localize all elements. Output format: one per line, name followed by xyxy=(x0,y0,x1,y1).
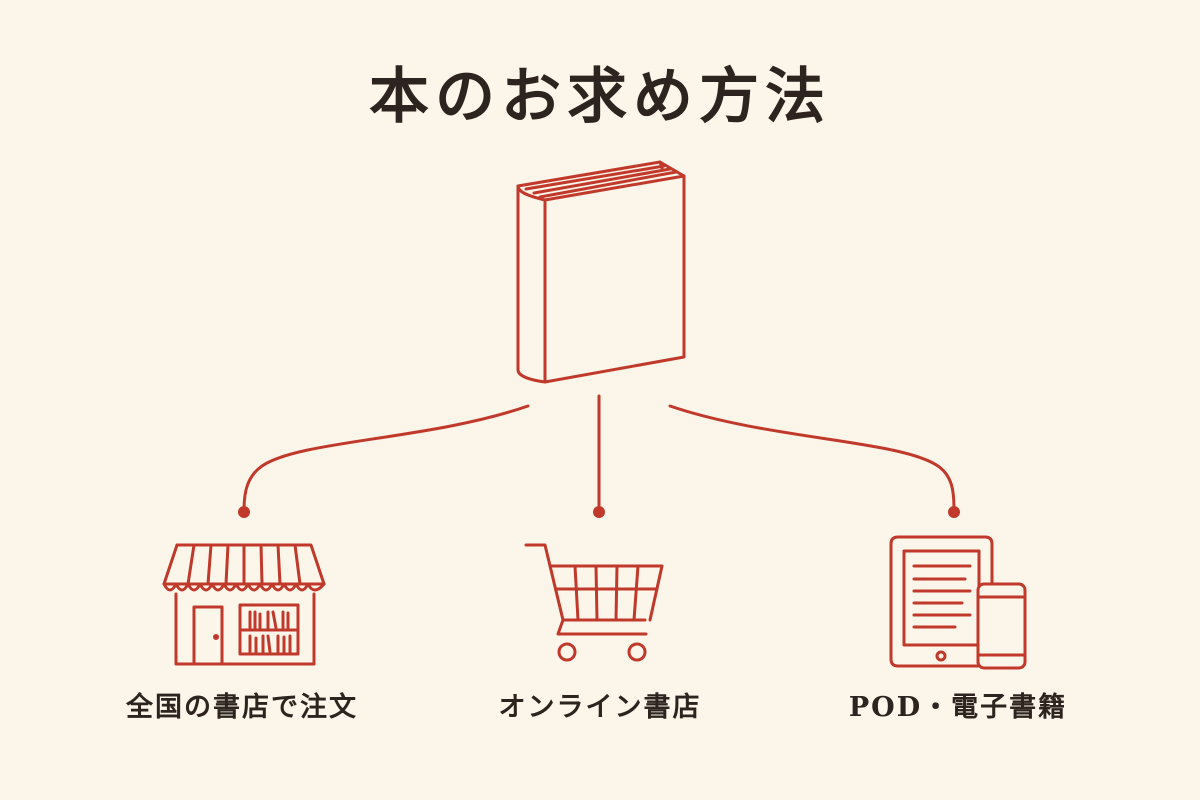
connector-dot xyxy=(238,506,250,518)
option-label-online-bookstore: オンライン書店 xyxy=(498,692,702,723)
connector-lines xyxy=(242,394,956,512)
connector-dot xyxy=(948,506,960,518)
connector-dot xyxy=(593,506,605,518)
page-title: 本のお求め方法 xyxy=(369,62,831,132)
shopping-cart-icon xyxy=(524,543,664,662)
book-icon xyxy=(516,160,686,384)
option-label-pod-ebook: POD・電子書籍 xyxy=(848,692,1068,723)
option-label-bookstore: 全国の書店で注文 xyxy=(126,692,358,723)
tablet-phone-icon xyxy=(889,535,1027,670)
bookstore-icon xyxy=(162,543,326,666)
